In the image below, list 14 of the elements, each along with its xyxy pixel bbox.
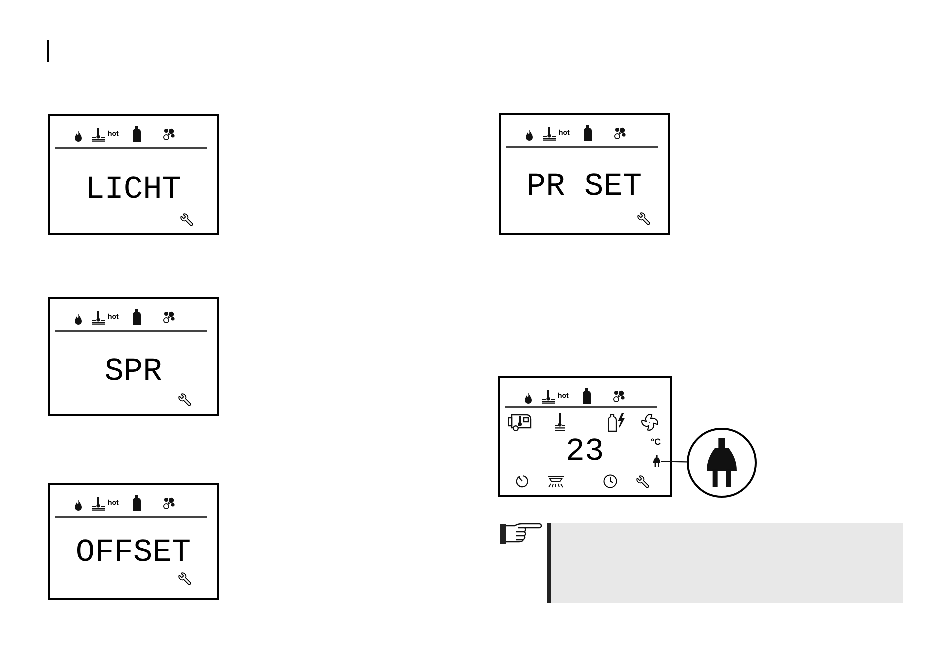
leader-line — [660, 461, 688, 463]
lcd-display — [48, 483, 219, 600]
plug-icon — [653, 455, 661, 468]
lcd-display — [498, 376, 672, 497]
lcd-readout: PR SET — [526, 171, 642, 203]
lcd-display — [48, 297, 219, 416]
lcd-readout: 23 — [566, 436, 604, 468]
lcd-display — [499, 113, 670, 235]
lcd-readout: SPR — [104, 356, 162, 388]
note-box — [547, 523, 903, 603]
lcd-readout: LICHT — [85, 174, 182, 206]
lcd-readout: OFFSET — [76, 537, 192, 569]
unit-label: °C — [651, 438, 662, 447]
lcd-display — [48, 114, 219, 235]
